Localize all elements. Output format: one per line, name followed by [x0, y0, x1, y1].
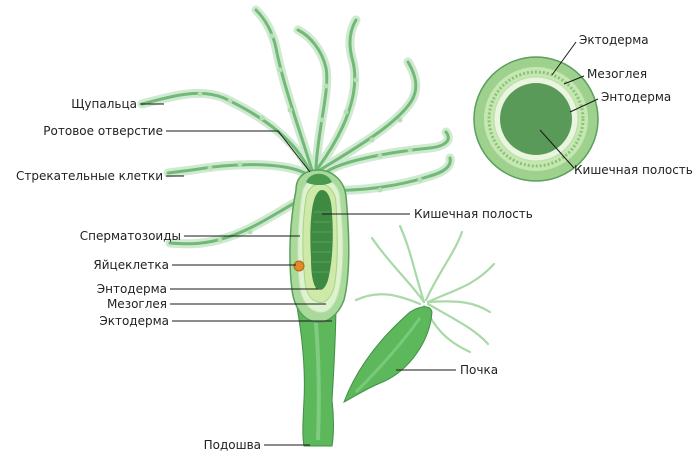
- cs-label-ectoderm: Эктодерма: [579, 33, 649, 47]
- label-mouth: Ротовое отверстие: [43, 124, 163, 138]
- label-sperm: Сперматозоиды: [80, 229, 181, 243]
- cs-label-mesoglea: Мезоглея: [587, 67, 647, 81]
- label-ectoderm: Эктодерма: [99, 314, 169, 328]
- label-gut-cavity: Кишечная полость: [414, 207, 533, 221]
- hydra-body: [290, 170, 349, 446]
- label-tentacles: Щупальца: [71, 97, 137, 111]
- egg-cell: [294, 261, 304, 271]
- cs-label-gut-cavity: Кишечная полость: [574, 163, 693, 177]
- label-mesoglea: Мезоглея: [107, 297, 167, 311]
- cs-label-endoderm: Энтодерма: [601, 90, 671, 104]
- label-egg: Яйцеклетка: [93, 258, 169, 272]
- label-bud: Почка: [460, 363, 498, 377]
- label-sole: Подошва: [204, 438, 261, 451]
- label-endoderm: Энтодерма: [97, 282, 167, 296]
- label-stinging-cells: Стрекательные клетки: [16, 169, 163, 183]
